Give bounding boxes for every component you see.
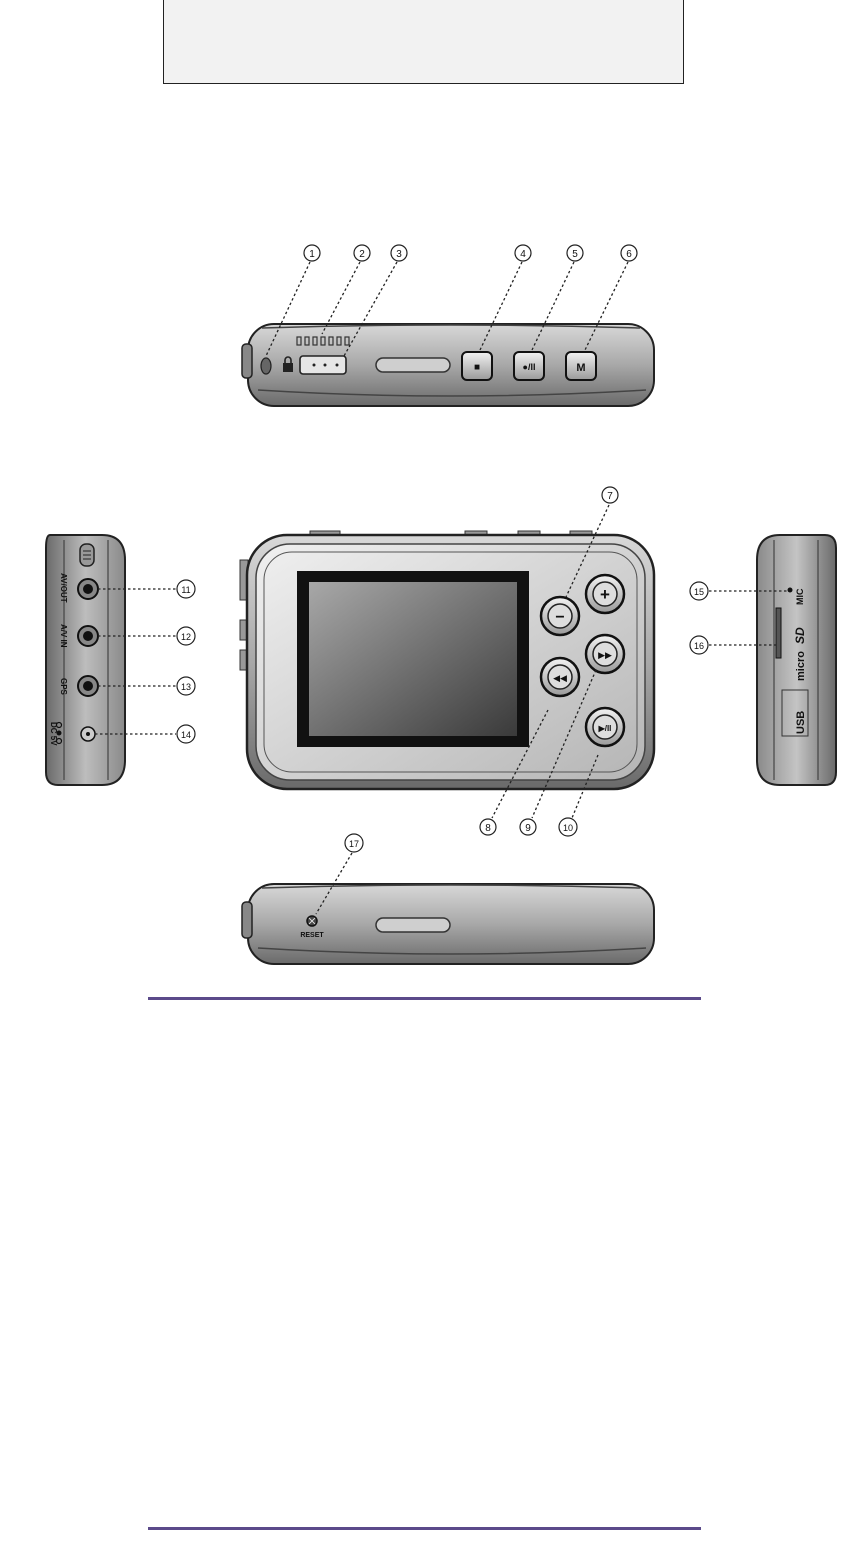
callout-5: 5 (566, 244, 584, 262)
microsd-label-suffix: SD (793, 627, 807, 644)
hold-switch[interactable] (299, 355, 347, 375)
callout-9: 9 (519, 818, 537, 836)
callout-6: 6 (620, 244, 638, 262)
bottom-view: RESET (241, 883, 655, 965)
svg-text:▶▶: ▶▶ (598, 650, 612, 660)
rewind-button[interactable]: ◀◀ (539, 656, 581, 698)
svg-text:14: 14 (181, 730, 191, 740)
microsd-label-prefix: micro (795, 651, 807, 681)
svg-text:−: − (555, 609, 564, 626)
left-side-view: AV/OUT A/V IN GPS DC 5V (45, 534, 126, 786)
dc-power-jack[interactable] (80, 726, 96, 742)
svg-text:11: 11 (181, 585, 190, 595)
svg-text:7: 7 (607, 491, 613, 502)
volume-down-button[interactable]: − (539, 595, 581, 637)
callout-17: 17 (344, 833, 364, 853)
callout-10: 10 (558, 817, 578, 837)
svg-text:●/II: ●/II (523, 362, 536, 372)
mic-label: MIC (795, 588, 805, 605)
top-view: ■ ●/II M (241, 323, 655, 407)
av-out-jack[interactable] (77, 578, 99, 600)
callout-1: 1 (303, 244, 321, 262)
svg-text:13: 13 (181, 682, 191, 692)
leader-lines (95, 261, 788, 915)
svg-text:■: ■ (474, 362, 480, 373)
svg-text:+: + (600, 585, 610, 604)
record-pause-button[interactable]: ●/II (513, 351, 545, 381)
speaker-holes-top (296, 336, 350, 346)
svg-text:16: 16 (694, 641, 704, 651)
lock-icon (283, 356, 293, 372)
svg-text:17: 17 (349, 839, 359, 849)
dc-label: DC 5V (49, 722, 58, 746)
svg-text:4: 4 (520, 249, 526, 260)
reset-button[interactable] (306, 915, 318, 927)
callout-12: 12 (176, 626, 196, 646)
svg-text:9: 9 (525, 823, 531, 834)
svg-text:3: 3 (396, 249, 402, 260)
callout-4: 4 (514, 244, 532, 262)
av-in-label: A/V IN (59, 624, 68, 648)
menu-button[interactable]: M (565, 351, 597, 381)
callout-14: 14 (176, 724, 196, 744)
callout-8: 8 (479, 818, 497, 836)
header-box (163, 0, 684, 84)
front-view: − + ◀◀ ▶▶ ▶/II (239, 530, 656, 791)
callout-7: 7 (601, 486, 619, 504)
divider-top (148, 997, 701, 1000)
svg-text:10: 10 (563, 823, 573, 833)
microsd-slot[interactable] (775, 607, 782, 659)
gps-jack[interactable] (77, 675, 99, 697)
callout-3: 3 (390, 244, 408, 262)
callout-15: 15 (689, 581, 709, 601)
av-out-label: AV/OUT (59, 573, 68, 603)
av-in-jack[interactable] (77, 625, 99, 647)
svg-text:◀◀: ◀◀ (553, 673, 567, 683)
svg-text:1: 1 (309, 249, 315, 260)
callout-11: 11 (176, 579, 196, 599)
play-pause-button[interactable]: ▶/II (584, 706, 626, 748)
svg-text:2: 2 (359, 249, 365, 260)
svg-text:12: 12 (181, 632, 191, 642)
callouts: 1 2 3 4 5 6 7 8 9 10 11 12 13 14 15 16 1… (176, 244, 709, 853)
volume-up-button[interactable]: + (584, 573, 626, 615)
svg-text:6: 6 (626, 249, 632, 260)
reset-label: RESET (300, 932, 324, 939)
right-side-view: MIC micro SD USB (756, 534, 837, 786)
svg-text:M: M (576, 362, 585, 374)
fast-forward-button[interactable]: ▶▶ (584, 633, 626, 675)
svg-text:15: 15 (694, 587, 704, 597)
dc-polarity-icon (55, 721, 63, 745)
callout-13: 13 (176, 676, 196, 696)
svg-text:8: 8 (485, 823, 491, 834)
stop-button[interactable]: ■ (461, 351, 493, 381)
gps-label: GPS (59, 678, 68, 696)
divider-bottom (148, 1527, 701, 1530)
callout-2: 2 (353, 244, 371, 262)
mic-hole (787, 587, 793, 593)
led-indicator (260, 357, 272, 375)
callout-16: 16 (689, 635, 709, 655)
svg-text:▶/II: ▶/II (598, 724, 612, 733)
svg-text:5: 5 (572, 249, 578, 260)
usb-label: USB (795, 711, 807, 734)
